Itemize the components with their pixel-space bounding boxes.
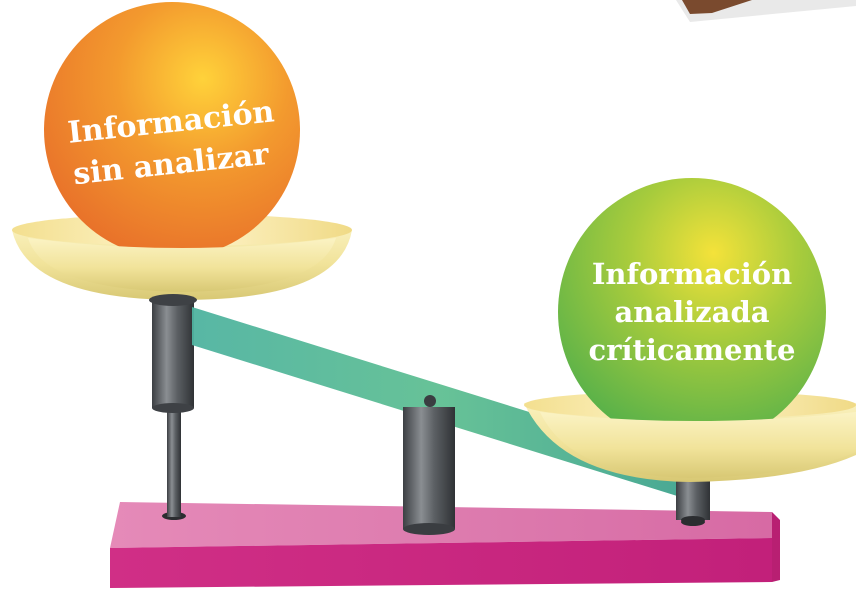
scale-base <box>110 502 780 588</box>
left-post <box>152 300 194 517</box>
center-post <box>403 395 455 535</box>
photo-corner <box>676 0 856 22</box>
left-pan-lip <box>28 238 336 292</box>
ball-information-analyzed: Información analizada críticamente <box>558 178 826 446</box>
right-ball-line1: Información <box>592 257 792 291</box>
right-pan-lip <box>540 412 856 478</box>
right-ball-line3: críticamente <box>589 333 796 367</box>
ball-information-unanalyzed: Información sin analizar <box>44 2 300 258</box>
scale-beam <box>192 307 690 500</box>
right-ball-line2: analizada <box>614 295 769 329</box>
